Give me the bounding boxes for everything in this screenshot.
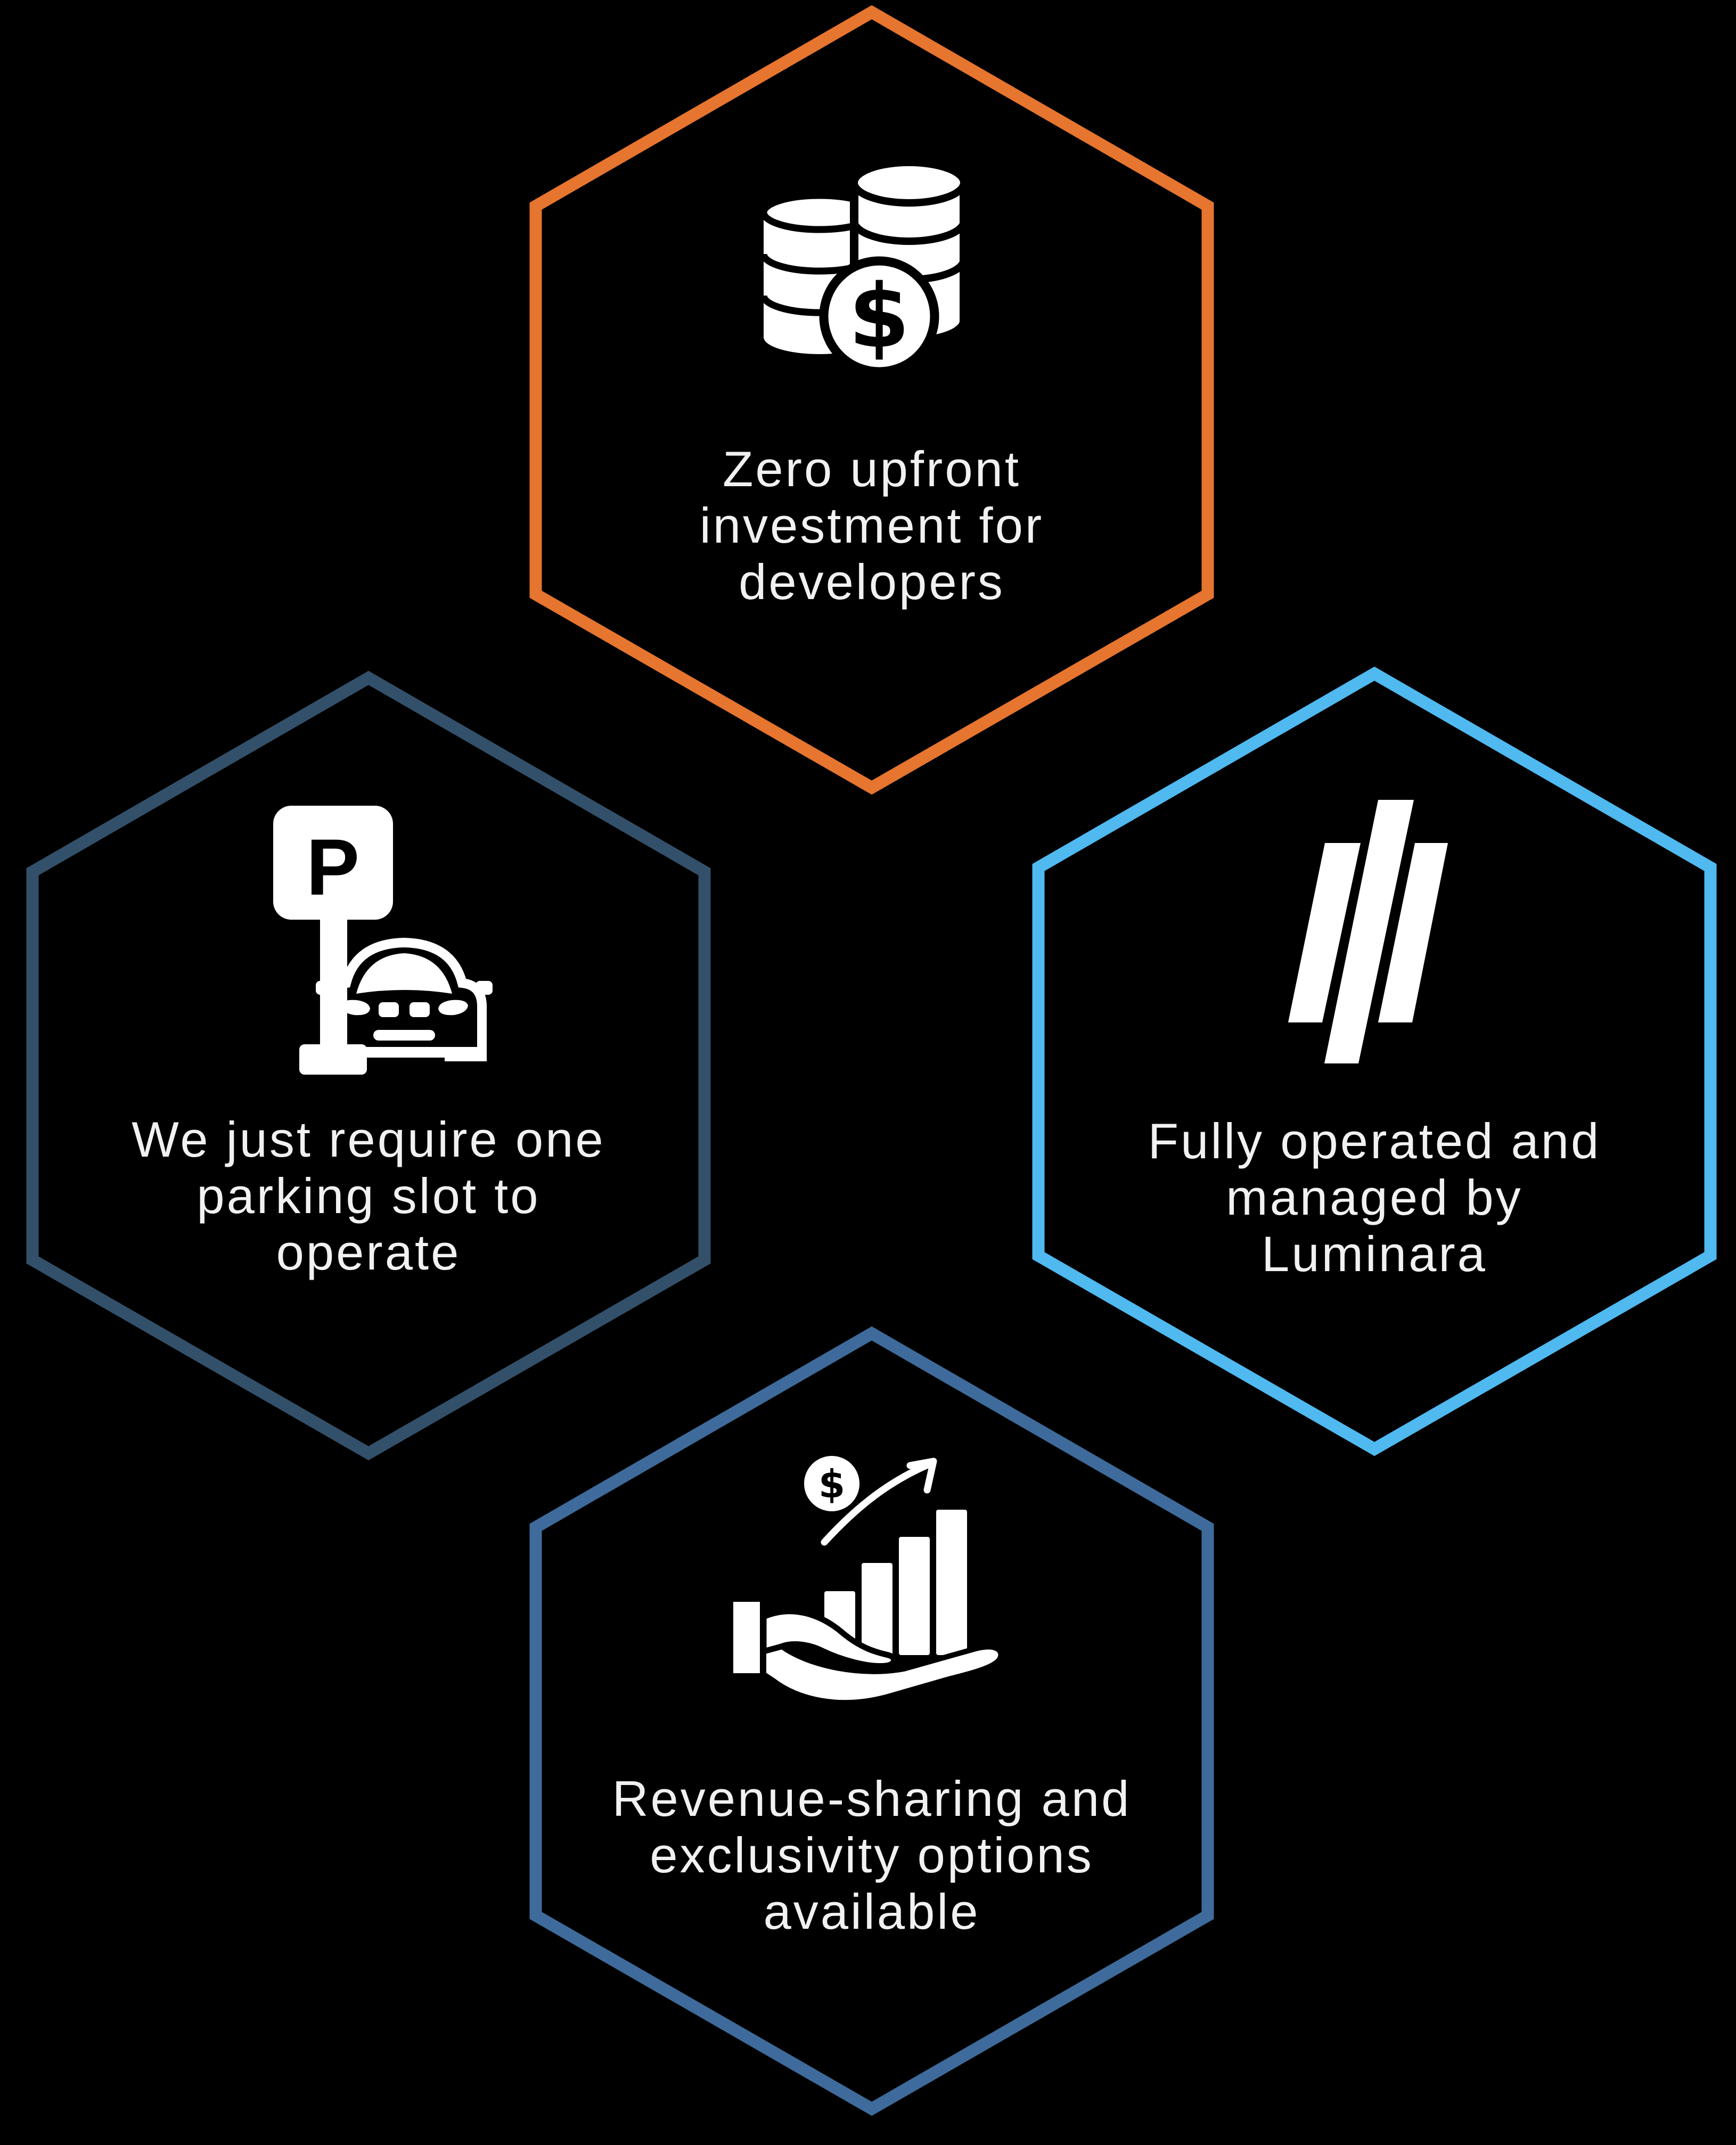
revenue-growth-icon: $ [733,1456,1004,1706]
hexagon-border-lightblue [1032,666,1717,1456]
dollar-sign: $ [849,265,910,367]
car-front [316,937,493,1061]
hex-card-revenue-sharing: $ Revenue-sharing and exclusivity option [528,1325,1215,2117]
hand-cuff [733,1602,760,1673]
hex-label-parking-slot: We just require one parking slot to oper… [132,1111,605,1280]
hex-label-zero-upfront: Zero upfront investment for developers [699,441,1044,610]
bar-chart [824,1510,967,1655]
hexagon-border-slate [26,670,711,1461]
logo-bar-middle [1324,800,1414,1063]
growth-dollar-coin: $ [804,1456,859,1511]
growth-arrow [821,1458,937,1546]
hex-card-luminara-managed: Fully operated and managed by Luminara [1031,666,1718,1457]
luminara-logo-icon [1288,800,1448,1063]
dollar-coin: $ [819,256,939,376]
open-hand [733,1602,1004,1706]
hex-label-luminara-managed: Fully operated and managed by Luminara [1148,1113,1601,1282]
hexagon-border-orange [529,5,1214,795]
hex-label-revenue-sharing: Revenue-sharing and exclusivity options … [612,1771,1132,1939]
logo-bar-left [1288,843,1361,1022]
logo-bar-right [1378,843,1448,1022]
dollar-sign: $ [818,1462,845,1507]
parking-sign-car-icon: P [273,806,493,1075]
coins-dollar-icon: $ [760,158,968,376]
hex-card-parking-slot: P We just require one parking slot to [25,670,712,1461]
parking-letter: P [306,822,359,912]
hex-card-zero-upfront: $ Zero upfront investment for developers [528,4,1215,796]
hexagon-border-steelblue [529,1326,1214,2116]
